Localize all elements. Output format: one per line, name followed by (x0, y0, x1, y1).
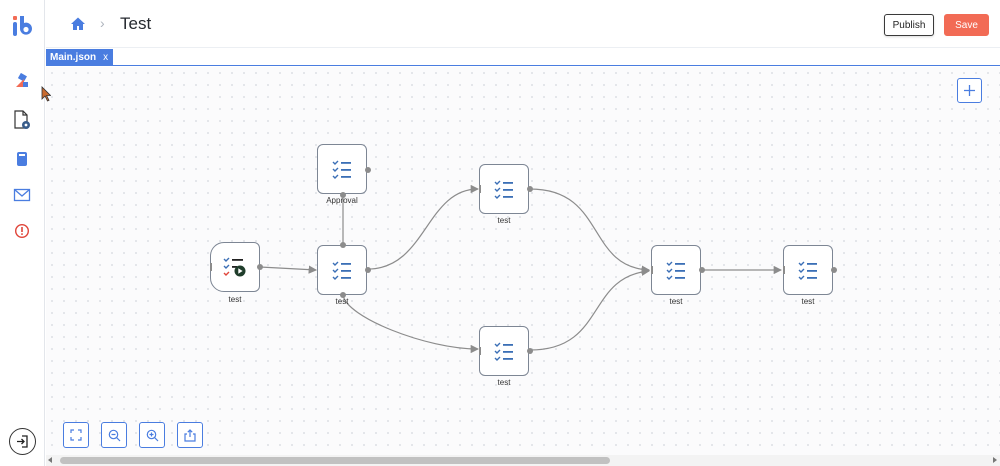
card-icon[interactable] (12, 149, 32, 169)
workflow-node-n2[interactable] (317, 245, 367, 295)
exit-button[interactable] (9, 428, 36, 455)
node-label-approval: Approval (326, 196, 358, 205)
export-button[interactable] (177, 422, 203, 448)
edge-n2-n4 (342, 294, 480, 354)
export-icon (184, 428, 196, 442)
mouse-cursor-icon (41, 86, 51, 102)
port-out[interactable] (831, 267, 837, 273)
page-title: Test (120, 14, 152, 33)
node-label-n5: test (669, 297, 683, 306)
zoom-in-icon (146, 429, 158, 441)
port-bottom[interactable] (340, 292, 346, 298)
port-out[interactable] (527, 348, 533, 354)
node-label-n2: test (335, 297, 349, 306)
workflow-edges (259, 184, 783, 354)
edge-n3-n5 (529, 188, 651, 274)
checklist-icon (332, 261, 351, 280)
tab-main-json[interactable]: Main.json x (46, 49, 113, 66)
header: › Test Publish Save (46, 0, 1000, 48)
port-out[interactable] (699, 267, 705, 273)
port-in[interactable] (651, 266, 653, 274)
port-in[interactable] (783, 266, 785, 274)
checklist-icon (494, 342, 513, 361)
home-icon[interactable] (70, 16, 86, 32)
zoom-in-button[interactable] (139, 422, 165, 448)
port-top[interactable] (340, 242, 346, 248)
workflow-node-approval[interactable] (317, 144, 367, 194)
port-out[interactable] (527, 186, 533, 192)
publish-button[interactable]: Publish (884, 14, 934, 36)
zoom-out-button[interactable] (101, 422, 127, 448)
start-task-icon (223, 257, 246, 277)
horizontal-scrollbar[interactable] (46, 455, 1000, 466)
sidebar (0, 0, 45, 466)
workflow-canvas[interactable]: test Approval test (46, 67, 1000, 455)
port-in[interactable] (479, 185, 481, 193)
checklist-icon (798, 261, 817, 280)
workflow-node-n4[interactable] (479, 326, 529, 376)
exit-icon (17, 435, 28, 448)
node-label-n4: test (497, 378, 511, 387)
port-out[interactable] (365, 167, 371, 173)
connectors-icon[interactable] (12, 71, 32, 91)
edge-n2-n3 (367, 184, 480, 270)
tab-bar: Main.json x (46, 49, 1000, 66)
edge-n4-n5 (529, 267, 651, 351)
mail-icon[interactable] (12, 185, 32, 205)
scroll-left-icon[interactable] (48, 457, 52, 463)
checklist-icon (494, 180, 513, 199)
zoom-out-icon (108, 429, 120, 441)
workflow-node-n3[interactable] (479, 164, 529, 214)
save-button[interactable]: Save (944, 14, 989, 36)
node-label-n6: test (801, 297, 815, 306)
tab-close-button[interactable]: x (103, 52, 109, 63)
node-label-start: test (228, 295, 242, 304)
scroll-right-icon[interactable] (993, 457, 997, 463)
port-in[interactable] (479, 347, 481, 355)
checklist-icon (666, 261, 685, 280)
port-bottom[interactable] (340, 192, 346, 198)
fit-view-icon (70, 429, 82, 441)
port-out[interactable] (365, 267, 371, 273)
workflow-node-n6[interactable] (783, 245, 833, 295)
node-label-n3: test (497, 216, 511, 225)
port-out[interactable] (257, 264, 263, 270)
plus-icon (964, 85, 975, 96)
edge-start-n2 (259, 265, 318, 274)
scrollbar-thumb[interactable] (60, 457, 610, 464)
workflow-node-n5[interactable] (651, 245, 701, 295)
tab-label: Main.json (50, 52, 97, 63)
ib-logo-icon[interactable] (12, 14, 34, 38)
workflow-node-start[interactable] (210, 242, 260, 292)
fit-view-button[interactable] (63, 422, 89, 448)
breadcrumb-separator: › (100, 15, 105, 31)
port-in[interactable] (210, 263, 212, 271)
add-node-button[interactable] (957, 78, 982, 103)
document-settings-icon[interactable] (12, 110, 32, 130)
checklist-icon (332, 160, 351, 179)
alert-icon[interactable] (12, 221, 32, 241)
